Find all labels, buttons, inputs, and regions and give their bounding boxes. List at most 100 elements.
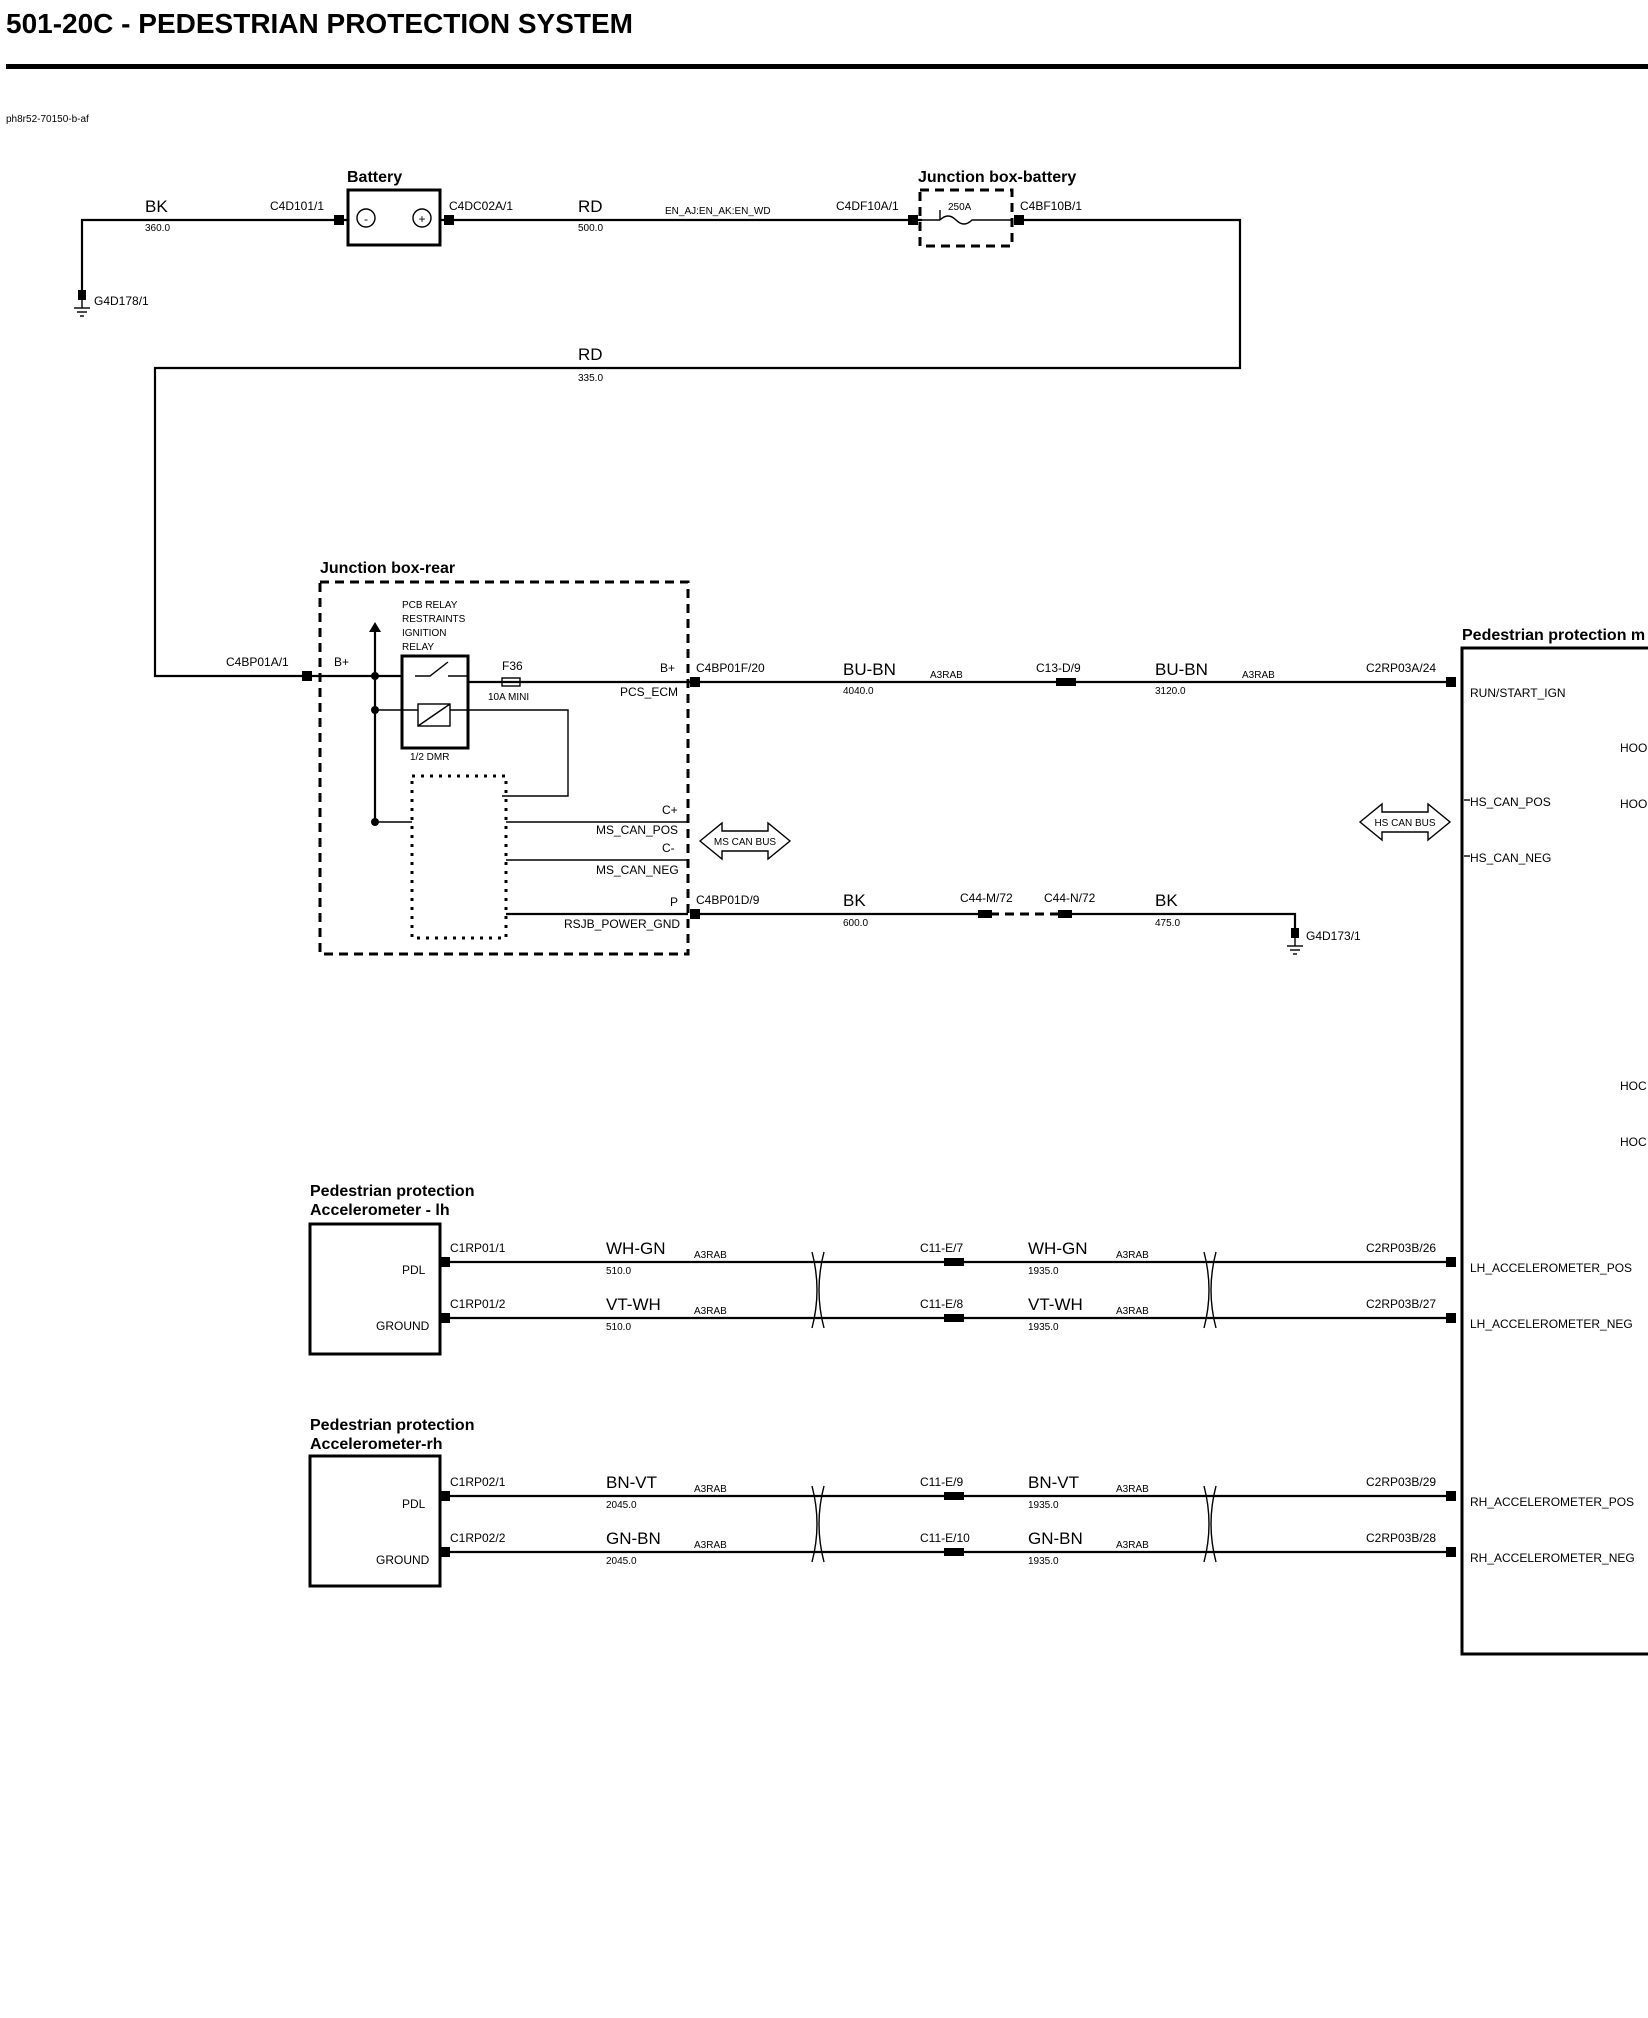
- conn-c4dc02a: C4DC02A/1: [449, 199, 513, 213]
- wire-rd-size: 500.0: [578, 223, 603, 234]
- wire-lh-neg1-size: 510.0: [606, 1322, 631, 1333]
- page-title: 501-20C - PEDESTRIAN PROTECTION SYSTEM: [6, 8, 633, 39]
- hs-can-bus-arrow: [1358, 802, 1452, 842]
- relay-coil-diag: [417, 703, 451, 727]
- wire-ign2-color: BU-BN: [1155, 660, 1208, 679]
- pin-rsjb-power-gnd: RSJB_POWER_GND: [564, 917, 680, 931]
- wire-rd-color: RD: [578, 197, 603, 216]
- battery-minus-terminal: [356, 208, 376, 228]
- relay-name-1: PCB RELAY: [402, 600, 458, 611]
- wire-rh-pos2-color: BN-VT: [1028, 1473, 1079, 1492]
- conn-pin-c44n72: [1058, 910, 1072, 918]
- module-edge-label: HOO: [1620, 741, 1647, 755]
- wire-lh-neg2-harness: A3RAB: [1116, 1306, 1149, 1317]
- wire-gnd2-size: 475.0: [1155, 918, 1180, 929]
- conn-g4d178: G4D178/1: [94, 294, 149, 308]
- wire-rh-neg1-size: 2045.0: [606, 1556, 637, 1567]
- wire-ign2-size: 3120.0: [1155, 686, 1186, 697]
- conn-pin-c4bp01d: [690, 909, 700, 919]
- conn-c4bf10b: C4BF10B/1: [1020, 199, 1082, 213]
- wire-lh-pos2-color: WH-GN: [1028, 1239, 1087, 1258]
- conn-c11e7: C11-E/7: [920, 1241, 963, 1255]
- wire-gnd1-size: 600.0: [843, 918, 868, 929]
- conn-c4df10a: C4DF10A/1: [836, 199, 899, 213]
- wire-rd-feed-size: 335.0: [578, 373, 603, 384]
- conn-pin-c2rp03b26: [1446, 1257, 1456, 1267]
- module-edge-label: HOC: [1620, 1135, 1647, 1149]
- conn-pin-c1rp02-2: [440, 1547, 450, 1557]
- pin-ms-can-pos: MS_CAN_POS: [596, 823, 678, 837]
- conn-pin-c1rp01-2: [440, 1313, 450, 1323]
- relay-box: [400, 654, 470, 750]
- conn-c2rp03b26: C2RP03B/26: [1366, 1241, 1436, 1255]
- conn-pin-c1rp01-1: [440, 1257, 450, 1267]
- conn-pin-c4dc02a: [444, 215, 454, 225]
- module-edge-label: HOC: [1620, 1079, 1647, 1093]
- conn-c1rp02-1: C1RP02/1: [450, 1475, 506, 1489]
- conn-c2rp03b28: C2RP03B/28: [1366, 1531, 1436, 1545]
- wire-rh-neg2-harness: A3RAB: [1116, 1540, 1149, 1551]
- pin-run-start-ign: RUN/START_IGN: [1470, 686, 1566, 700]
- wire-rh-pos1-harness: A3RAB: [694, 1484, 727, 1495]
- conn-pin-c44m72: [978, 910, 992, 918]
- battery-box: [346, 188, 442, 247]
- pin-hs-can-neg: HS_CAN_NEG: [1470, 851, 1551, 865]
- conn-c4d101: C4D101/1: [270, 199, 324, 213]
- pin-ms-can-neg: MS_CAN_NEG: [596, 863, 679, 877]
- conn-c2rp03a24: C2RP03A/24: [1366, 661, 1436, 675]
- fuse-icon: [922, 215, 1012, 225]
- ms-can-bus-label: MS CAN BUS: [714, 837, 777, 848]
- wire-rh-pos1-color: BN-VT: [606, 1473, 657, 1492]
- pin-cminus: C-: [662, 841, 675, 855]
- conn-c1rp01-2: C1RP01/2: [450, 1297, 506, 1311]
- wire-lh-neg1-harness: A3RAB: [694, 1306, 727, 1317]
- wire-ign2-harness: A3RAB: [1242, 670, 1275, 681]
- wire-ign1-harness: A3RAB: [930, 670, 963, 681]
- wire-lh-neg2-color: VT-WH: [1028, 1295, 1083, 1314]
- arrow-up-icon: [369, 622, 381, 632]
- conn-c4bp01f: C4BP01F/20: [696, 661, 765, 675]
- twisted-pair-icon: [1203, 1251, 1217, 1329]
- conn-pin-c2rp03b29: [1446, 1491, 1456, 1501]
- wire-rd-feed-color: RD: [578, 345, 603, 364]
- pin-pdl-lh: PDL: [402, 1263, 426, 1277]
- ground-icon: [74, 290, 90, 317]
- conn-pin-c4bp01a: [302, 671, 312, 681]
- conn-pin-c4bp01f: [690, 677, 700, 687]
- conn-c11e10: C11-E/10: [920, 1531, 970, 1545]
- ground-icon: [1287, 928, 1303, 955]
- conn-pin-c2rp03b27: [1446, 1313, 1456, 1323]
- pin-rh-accel-neg: RH_ACCELEROMETER_NEG: [1470, 1551, 1635, 1565]
- conn-pin-c11e7: [944, 1258, 964, 1266]
- accel-rh-box: [308, 1454, 442, 1588]
- conn-pin-c2rp03a24: [1446, 677, 1456, 687]
- junction-battery-box: [918, 188, 1014, 248]
- junction-rear-box: [318, 580, 690, 956]
- pin-rh-accel-pos: RH_ACCELEROMETER_POS: [1470, 1495, 1634, 1509]
- conn-c4bp01d: C4BP01D/9: [696, 893, 760, 907]
- wire-ign1-color: BU-BN: [843, 660, 896, 679]
- accel-lh-title-1: Pedestrian protection: [310, 1183, 474, 1200]
- wire-lh-pos2-harness: A3RAB: [1116, 1250, 1149, 1261]
- wire-rh-neg1-harness: A3RAB: [694, 1540, 727, 1551]
- wire-lh-pos1-size: 510.0: [606, 1266, 631, 1277]
- conn-c11e9: C11-E/9: [920, 1475, 963, 1489]
- twisted-pair-icon: [1203, 1485, 1217, 1563]
- conn-pin-c1rp02-1: [440, 1491, 450, 1501]
- main-fuse-rating: 250A: [948, 202, 972, 213]
- conn-c1rp02-2: C1RP02/2: [450, 1531, 506, 1545]
- figure-id: ph8r52-70150-b-af: [6, 114, 89, 125]
- conn-c2rp03b27: C2RP03B/27: [1366, 1297, 1436, 1311]
- relay-dmr: 1/2 DMR: [410, 752, 449, 763]
- relay-name-2: RESTRAINTS: [402, 614, 466, 625]
- fuse-f36: F36: [502, 659, 523, 673]
- pin-pcs-ecm: PCS_ECM: [620, 685, 678, 699]
- wire-rh-neg2-color: GN-BN: [1028, 1529, 1083, 1548]
- hs-can-bus-label: HS CAN BUS: [1374, 818, 1435, 829]
- conn-pin-c13d9: [1056, 678, 1076, 686]
- wire-lh-pos1-harness: A3RAB: [694, 1250, 727, 1261]
- battery-plus-terminal: [412, 208, 432, 228]
- conn-c44m72: C44-M/72: [960, 891, 1013, 905]
- conn-pin-c11e9: [944, 1492, 964, 1500]
